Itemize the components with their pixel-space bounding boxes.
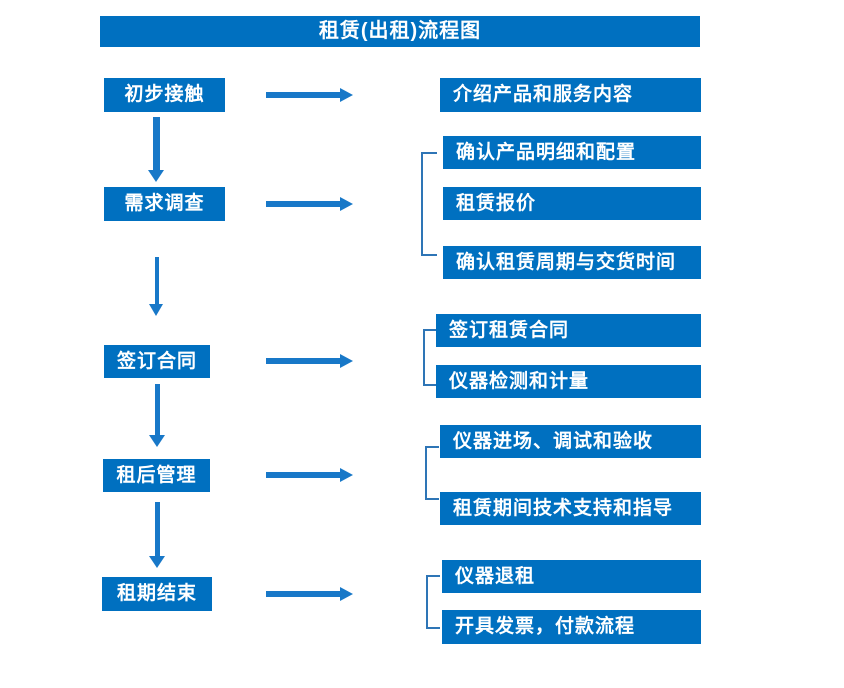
step-box-sign-contract: 签订合同 <box>104 345 210 378</box>
output-box-instrument-return: 仪器退租 <box>442 560 701 593</box>
bracket-connector <box>426 575 440 629</box>
output-box-rental-quotation: 租赁报价 <box>443 187 701 220</box>
output-box-confirm-rental-period: 确认租赁周期与交货时间 <box>443 246 701 279</box>
output-box-introduce-products: 介绍产品和服务内容 <box>440 78 701 112</box>
output-box-technical-support: 租赁期间技术支持和指导 <box>440 492 701 525</box>
output-box-invoice-payment: 开具发票，付款流程 <box>442 610 701 644</box>
step-box-rental-end: 租期结束 <box>102 577 212 611</box>
output-box-instrument-testing: 仪器检测和计量 <box>436 365 701 398</box>
diagram-title: 租赁(出租)流程图 <box>100 16 700 47</box>
bracket-connector <box>425 446 439 500</box>
output-box-sign-rental-contract: 签订租赁合同 <box>436 314 701 347</box>
bracket-connector <box>421 152 437 256</box>
step-box-post-rental-management: 租后管理 <box>103 459 210 492</box>
step-box-initial-contact: 初步接触 <box>104 78 225 112</box>
bracket-connector <box>423 329 437 386</box>
output-box-confirm-product-details: 确认产品明细和配置 <box>443 136 701 169</box>
output-box-instrument-entry-acceptance: 仪器进场、调试和验收 <box>440 425 701 458</box>
step-box-demand-survey: 需求调查 <box>104 187 225 221</box>
